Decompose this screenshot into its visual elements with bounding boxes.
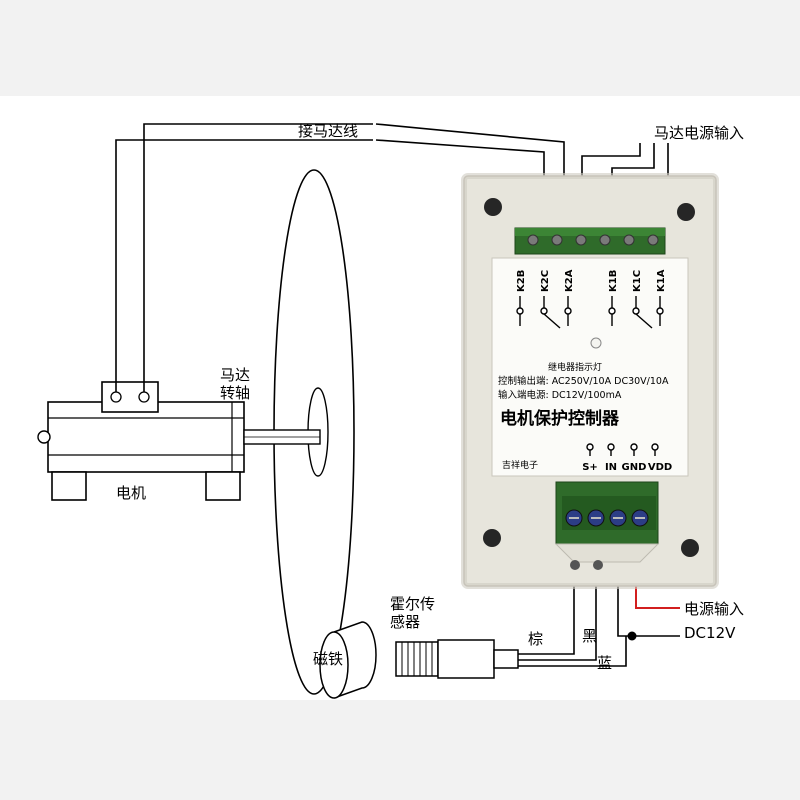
label-motor-wire: 接马达线	[298, 122, 358, 140]
label-motor: 电机	[116, 484, 146, 502]
relay-k2-symbol	[516, 296, 572, 329]
terminal-label-k2b: K2B	[516, 270, 527, 292]
label-magnet: 磁铁	[313, 650, 343, 668]
motor	[37, 381, 245, 501]
terminal-label-k1c: K1C	[632, 270, 643, 292]
pin-label-in: IN	[605, 462, 617, 473]
label-motor-shaft-1: 马达	[220, 366, 250, 384]
pin-label-s-plus: S+	[582, 462, 598, 473]
mount-hole-tr	[677, 203, 695, 221]
label-wire-brown: 棕	[528, 630, 543, 648]
input-pin-labels: S+ IN GND VDD	[582, 462, 672, 473]
relay-k1-symbol	[608, 296, 664, 329]
pin-label-vdd: VDD	[648, 462, 672, 473]
indicator-label: 继电器指示灯	[548, 361, 602, 373]
label-hall-sensor-1: 霍尔传	[390, 595, 435, 613]
magnet	[319, 621, 377, 699]
relay-terminal-labels: K2B K2C K2A K1B K1C K1A	[516, 269, 667, 292]
input-terminal-screws	[565, 509, 649, 527]
bottom-band	[0, 700, 800, 800]
hall-sensor	[395, 639, 519, 679]
terminal-label-k2c: K2C	[540, 270, 551, 292]
label-wire-blue: 蓝	[597, 654, 612, 672]
controller-title: 电机保护控制器	[500, 408, 620, 429]
mount-hole-tl	[484, 198, 502, 216]
motor-shaft	[243, 429, 321, 445]
label-power-input: 电源输入	[684, 600, 744, 618]
mount-hole-br	[681, 539, 699, 557]
top-band	[0, 0, 800, 96]
input-pin-symbols	[586, 443, 659, 456]
terminal-label-k1b: K1B	[608, 270, 619, 292]
label-motor-shaft-2: 转轴	[220, 384, 250, 402]
terminal-label-k1a: K1A	[656, 269, 667, 292]
pin-label-gnd: GND	[622, 462, 647, 473]
label-wire-black: 黑	[582, 627, 597, 645]
terminal-label-k2a: K2A	[564, 269, 575, 292]
brand-label: 吉祥电子	[502, 459, 538, 471]
relay-indicator-led	[590, 337, 602, 349]
spec-output: 控制输出端: AC250V/10A DC30V/10A	[498, 375, 669, 387]
label-motor-power-input: 马达电源输入	[654, 124, 744, 142]
label-power-voltage: DC12V	[684, 624, 736, 642]
mount-hole-bl	[483, 529, 501, 547]
spec-input: 输入端电源: DC12V/100mA	[498, 389, 622, 401]
relay-terminal-screws	[527, 234, 659, 246]
label-hall-sensor-2: 感器	[390, 613, 420, 631]
